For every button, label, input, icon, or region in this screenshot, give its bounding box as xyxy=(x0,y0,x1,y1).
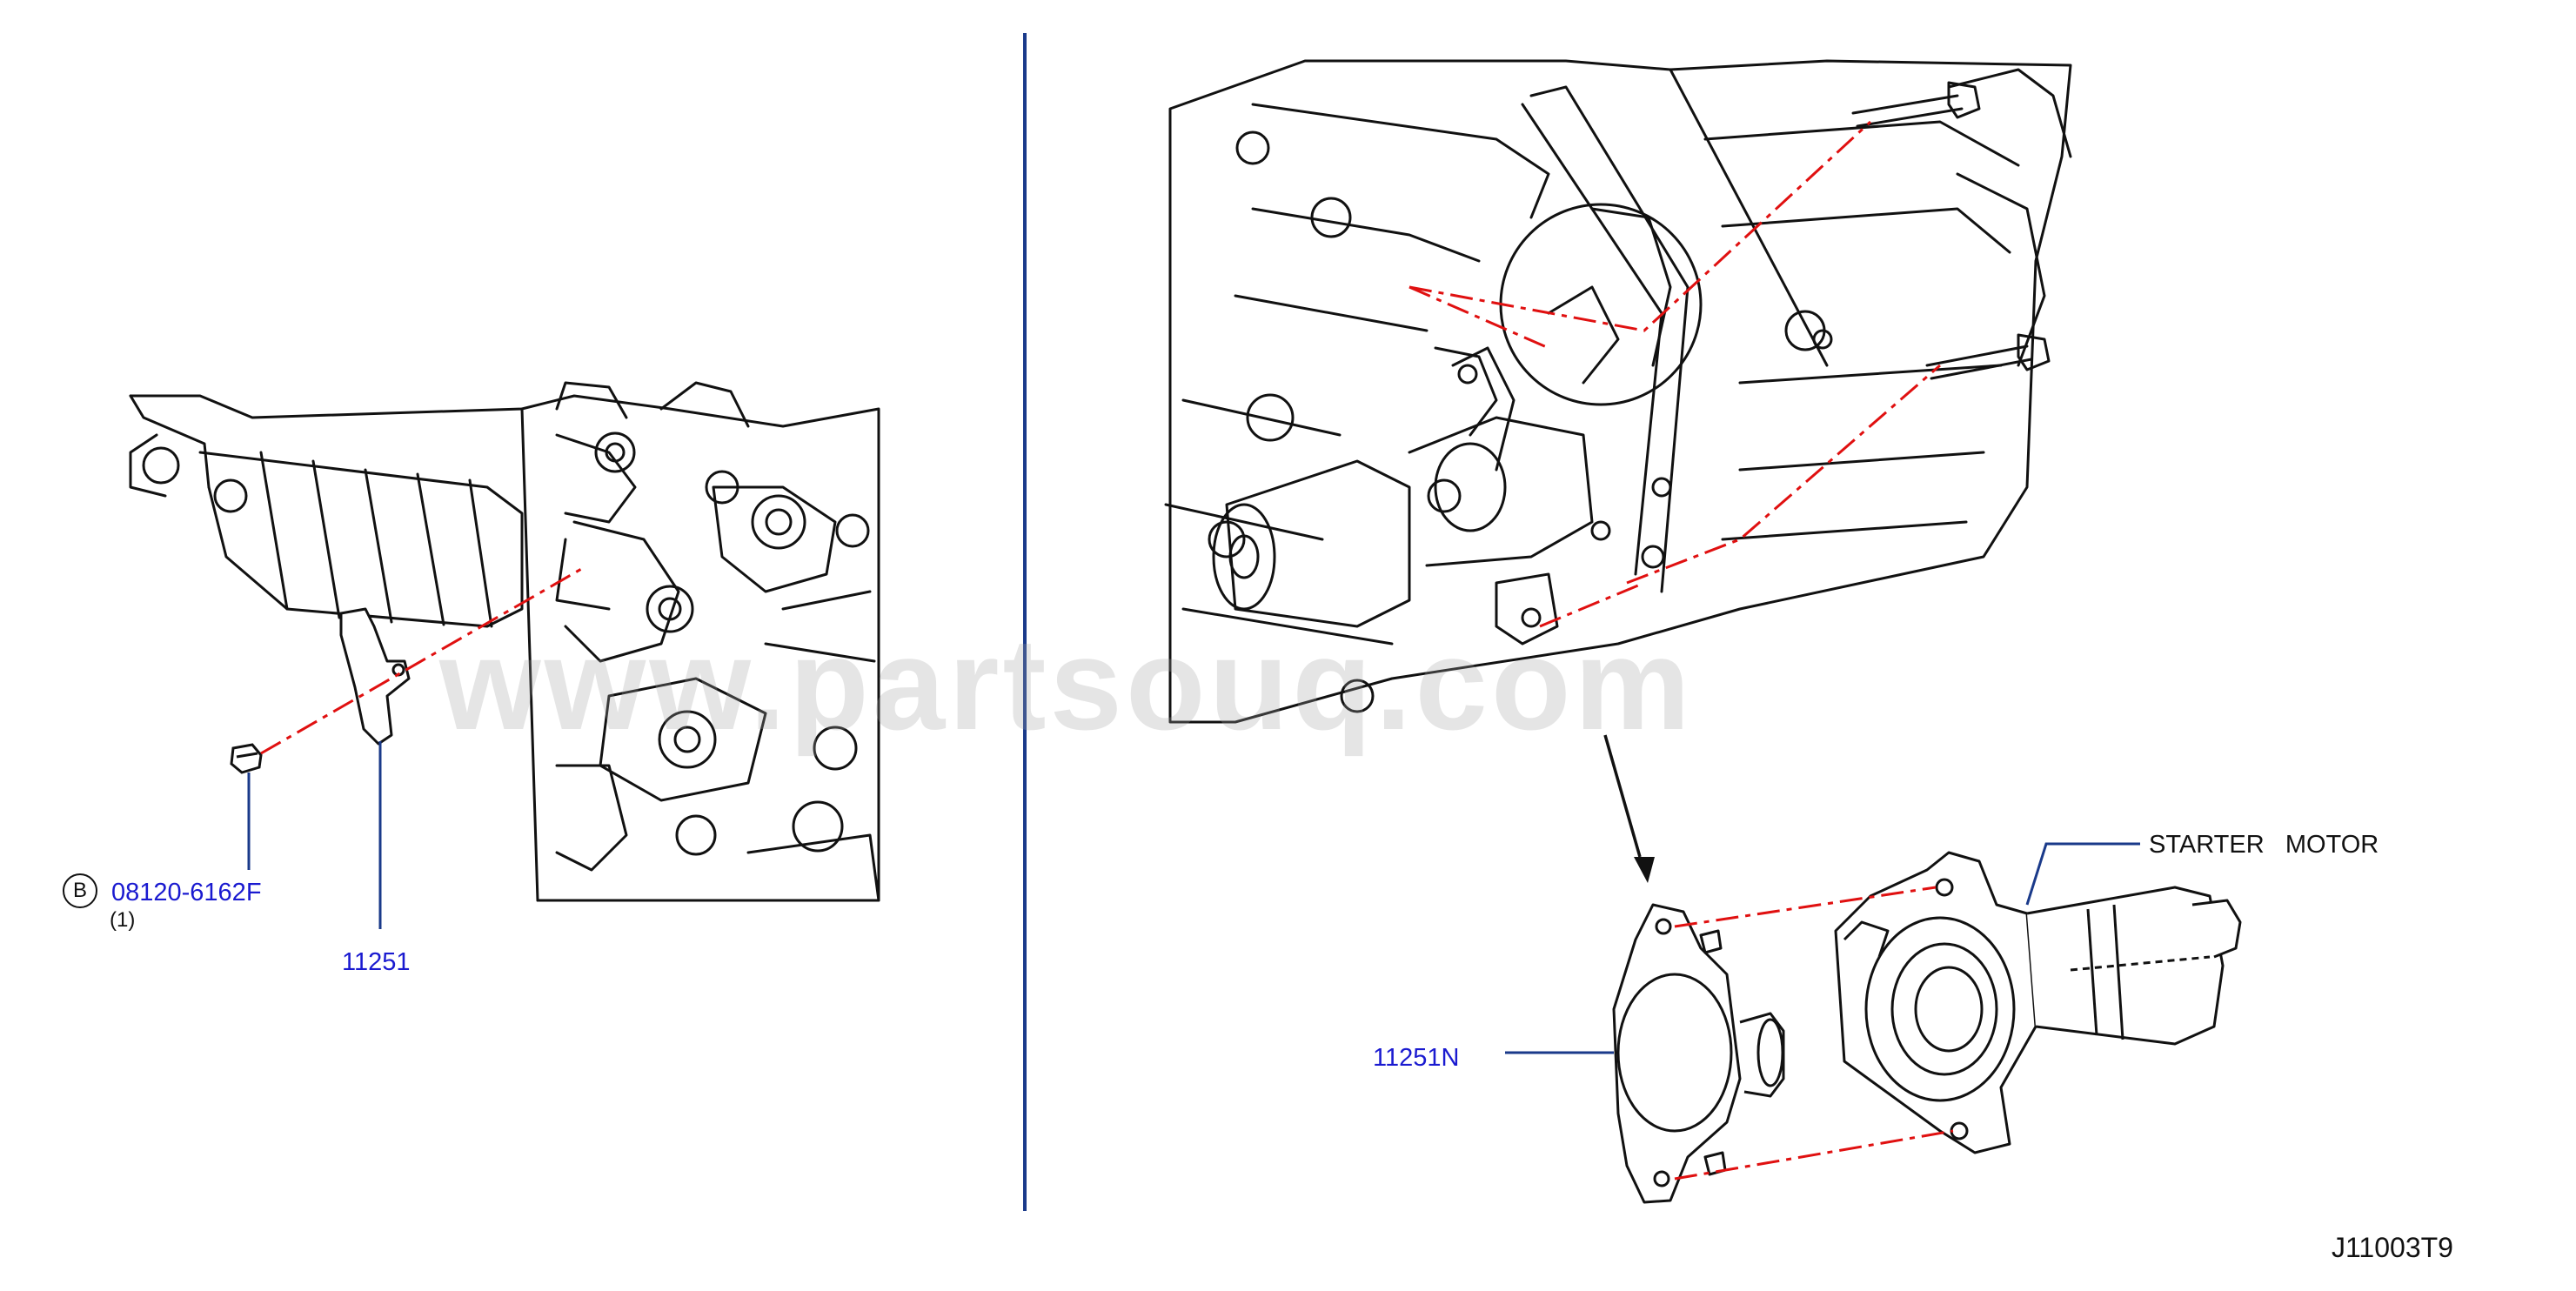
starter-motor-label[interactable]: STARTER MOTOR xyxy=(2149,831,2379,859)
left-engine-block-drawing xyxy=(129,381,880,902)
right-dash-leaders xyxy=(1408,120,1941,628)
leader-starter-motor xyxy=(2025,842,2140,906)
part-number-bolt[interactable]: 08120-6162F xyxy=(111,879,262,906)
bolt-quantity: (1) xyxy=(110,908,136,932)
part-number-11251n[interactable]: 11251N xyxy=(1373,1044,1460,1072)
exploded-dash-leaders xyxy=(1674,886,1954,1181)
detail-arrow xyxy=(1603,734,1655,883)
part-number-11251[interactable]: 11251 xyxy=(342,948,411,976)
right-transmission-drawing xyxy=(1164,59,2072,724)
ref-letter-circle: B xyxy=(63,873,97,908)
plate-11251n-drawing xyxy=(1612,903,1785,1204)
watermark: www.partsouq.com xyxy=(439,611,1694,757)
starter-motor-drawing xyxy=(1834,851,2242,1154)
left-dash-leader xyxy=(260,566,584,755)
bolt-08120-6162f-drawing xyxy=(230,743,263,774)
plate-11251-drawing xyxy=(339,607,411,746)
diagram-code: J11003T9 xyxy=(2332,1232,2453,1263)
